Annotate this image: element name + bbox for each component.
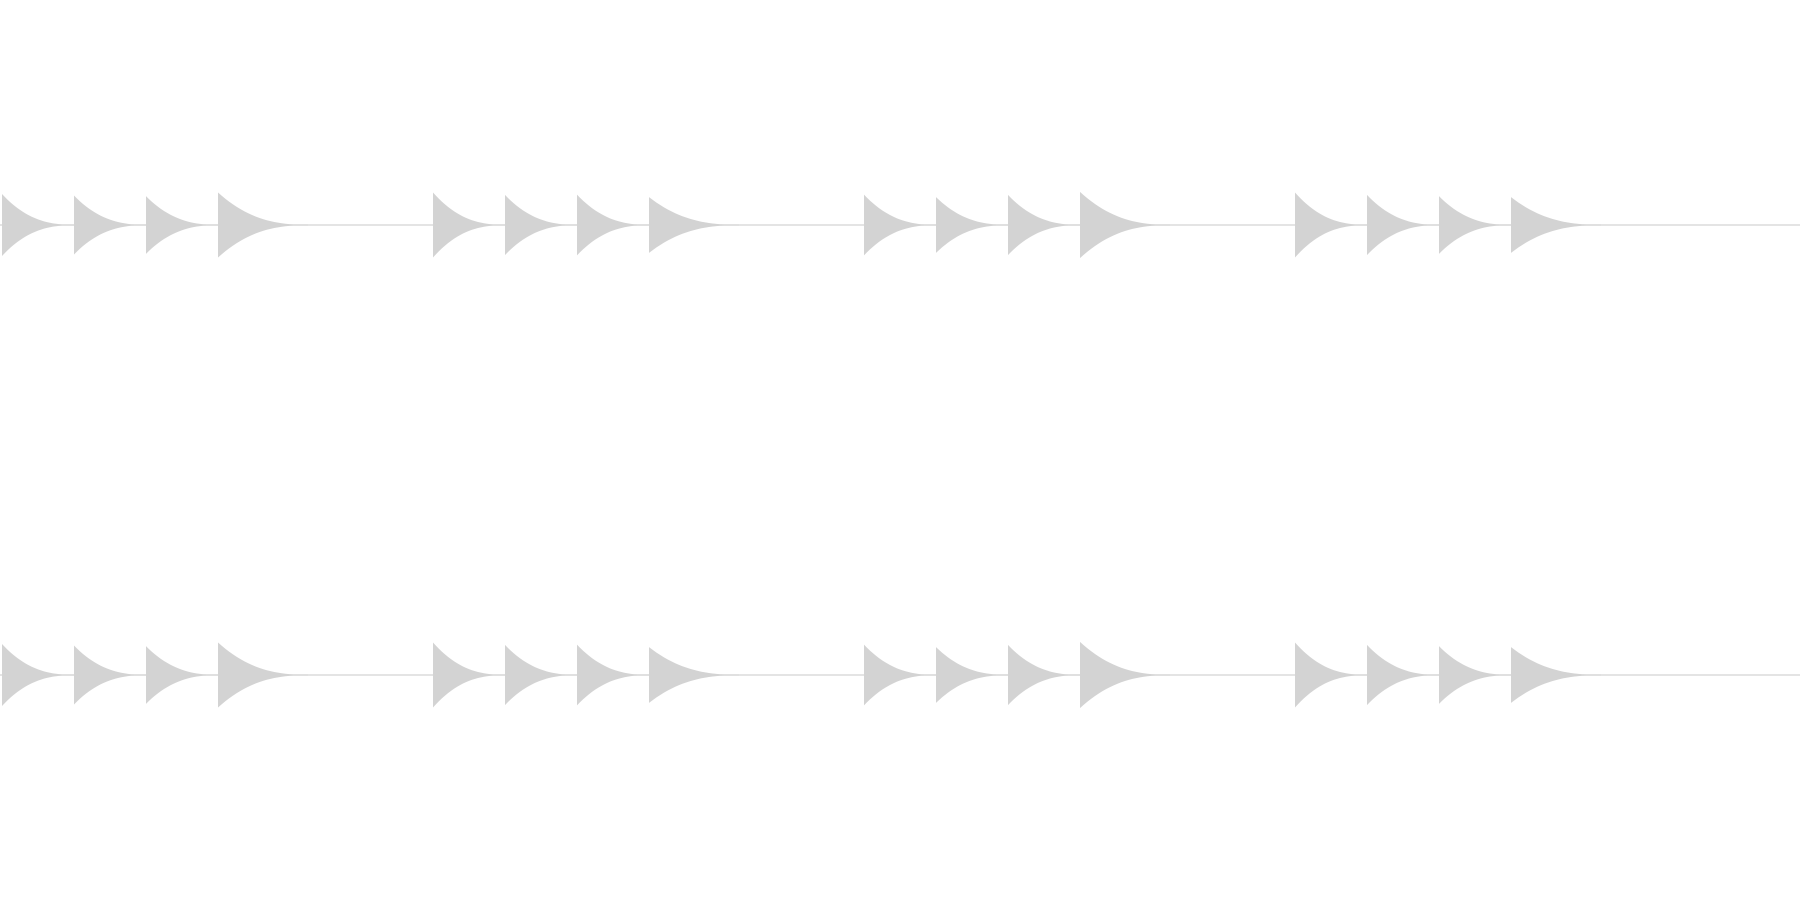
waveform-pulse — [433, 642, 505, 708]
waveform-pulse — [146, 196, 218, 254]
waveform-pulse — [505, 194, 577, 256]
waveform-pulse — [577, 644, 649, 706]
waveform-pulse — [1295, 192, 1367, 258]
waveform-pulse — [74, 645, 146, 705]
waveform-pulse — [1439, 196, 1511, 254]
waveform-pulse — [505, 644, 577, 706]
waveform-pulse — [218, 642, 308, 708]
waveform-pulse — [864, 644, 936, 706]
waveform-pulse — [864, 194, 936, 256]
waveform-pulse — [1080, 191, 1170, 259]
waveform-pulse — [1367, 644, 1439, 706]
waveform-pulse — [2, 194, 74, 256]
waveform-pulse — [649, 197, 739, 253]
waveform-pulse — [1008, 194, 1080, 256]
waveform-pulse — [1511, 197, 1601, 253]
waveform-pulse — [218, 192, 308, 258]
channel-2 — [0, 641, 1800, 709]
waveform-pulse — [433, 192, 505, 258]
waveform-pulse — [936, 197, 1008, 253]
waveform-pulse — [146, 646, 218, 704]
waveform-pulse — [1080, 641, 1170, 709]
waveform-pulse — [1008, 644, 1080, 706]
waveform-pulse — [1511, 647, 1601, 703]
waveform-pulse — [936, 647, 1008, 703]
waveform-pulse — [649, 647, 739, 703]
channel-1 — [0, 191, 1800, 259]
waveform-pulse — [1367, 194, 1439, 256]
waveform-pulse — [74, 195, 146, 255]
waveform-pulse — [577, 194, 649, 256]
waveform-pulse — [2, 644, 74, 706]
waveform-pulse — [1295, 642, 1367, 708]
waveform-pulse — [1439, 646, 1511, 704]
